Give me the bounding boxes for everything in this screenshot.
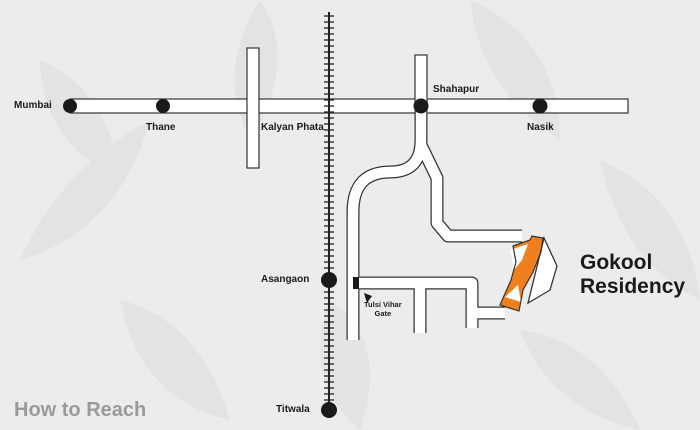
project-title-line2: Residency (580, 275, 686, 299)
place-label-kalyan-phata: Kalyan Phata (261, 122, 324, 133)
project-title: Gokool Residency (580, 251, 685, 299)
site-plot (499, 235, 558, 312)
place-label-mumbai: Mumbai (14, 100, 52, 111)
gate-label: Tulsi Vihar Gate (364, 300, 402, 319)
gate-marker (353, 277, 359, 289)
location-nodes (63, 98, 548, 418)
node-asangaon (321, 272, 337, 288)
project-title-line1: Gokool (580, 251, 653, 274)
gate-label-line1: Tulsi Vihar (364, 300, 402, 309)
leaf-watermark (20, 0, 700, 430)
node-titwala (321, 402, 337, 418)
node-mumbai (63, 99, 77, 113)
gate-label-line2: Gate (374, 309, 392, 319)
connector-roads (346, 110, 522, 340)
kalyan-phata-road (246, 47, 260, 169)
place-label-thane: Thane (146, 122, 176, 133)
place-label-shahapur: Shahapur (433, 84, 480, 95)
place-label-asangaon: Asangaon (261, 274, 310, 285)
gate-arrow-icon (364, 293, 372, 303)
node-thane (156, 99, 170, 113)
node-shahapur (413, 98, 429, 114)
node-nasik (532, 98, 548, 114)
how-to-reach-heading: How to Reach (14, 399, 147, 421)
place-label-nasik: Nasik (527, 122, 554, 133)
place-label-titwala: Titwala (276, 404, 310, 415)
